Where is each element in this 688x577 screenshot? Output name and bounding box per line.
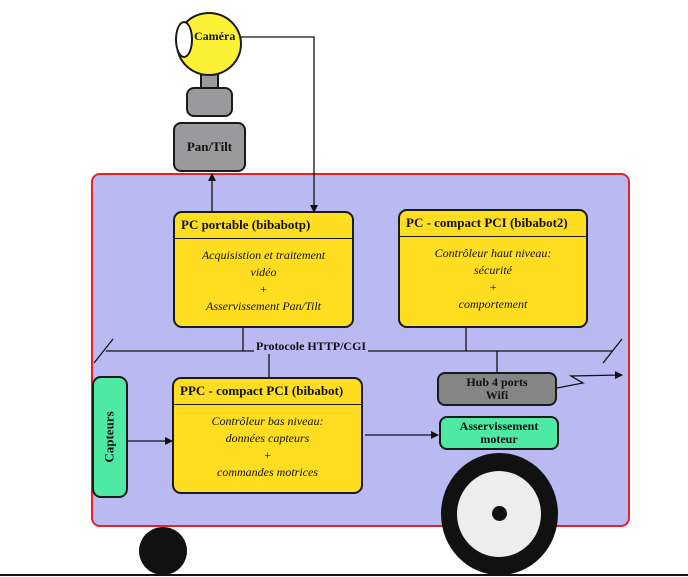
pc-portable-title: PC portable (bibabotp): [175, 213, 352, 239]
asservissement-moteur-box: Asservissement moteur: [439, 416, 559, 450]
pc-portable-box: PC portable (bibabotp) Acquisistion et t…: [173, 211, 354, 328]
ppc-compact-box: PPC - compact PCI (bibabot) Contrôleur b…: [172, 377, 363, 494]
camera-label: Caméra: [194, 29, 236, 43]
asserv-label-line1: Asservissement: [459, 419, 539, 433]
pc-portable-description: Acquisistion et traitement vidéo + Asser…: [201, 248, 326, 313]
wifi-signal-icon: [556, 371, 623, 389]
capteurs-label: Capteurs: [102, 411, 117, 463]
capteurs-box: Capteurs: [92, 376, 128, 498]
wifi-hub-box: Hub 4 ports Wifi: [437, 372, 557, 406]
pc-compact-description: Contrôleur haut niveau: sécurité + compo…: [434, 246, 552, 311]
asserv-label-line2: moteur: [480, 432, 518, 446]
drive-wheel-hub: [492, 506, 507, 521]
pc-compact-title: PC - compact PCI (bibabot2): [400, 211, 586, 237]
camera-lens-icon: [175, 21, 193, 58]
ppc-compact-description: Contrôleur bas niveau: données capteurs …: [211, 414, 324, 479]
caster-wheel-icon: [139, 527, 187, 575]
hub-label-line2: Wifi: [485, 388, 509, 402]
pan-tilt-label: Pan/Tilt: [186, 139, 233, 154]
ppc-compact-title: PPC - compact PCI (bibabot): [174, 379, 361, 405]
pan-tilt-base: [186, 87, 233, 117]
hub-label-line1: Hub 4 ports: [466, 375, 528, 389]
camera-to-pc-line: [240, 36, 318, 213]
network-protocol-label: Protocole HTTP/CGI: [254, 339, 369, 354]
pan-tilt-box: Pan/Tilt: [173, 122, 246, 172]
pc-compact-box: PC - compact PCI (bibabot2) Contrôleur h…: [398, 209, 588, 328]
